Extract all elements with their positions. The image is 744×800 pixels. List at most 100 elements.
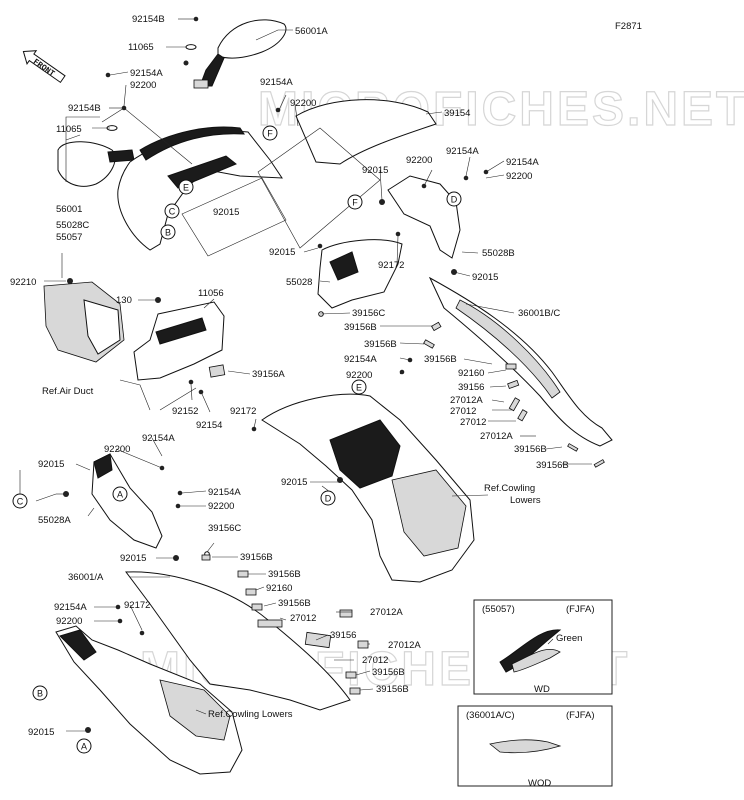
label-92015-d: 92015 — [472, 272, 498, 283]
label-92154A-e: 92154A — [344, 354, 377, 365]
inset-wod-code: (FJFA) — [566, 710, 595, 721]
svg-text:E: E — [183, 183, 189, 193]
callout-F-1: F — [262, 125, 278, 141]
label-39156B-j: 39156B — [376, 684, 409, 695]
label-92015-e: 92015 — [281, 477, 307, 488]
label-92154B-a: 92154B — [132, 14, 165, 25]
label-39156B-g: 39156B — [268, 569, 301, 580]
label-55028A: 55028A — [38, 515, 71, 526]
label-39156B-e: 39156B — [536, 460, 569, 471]
label-92200-h: 92200 — [56, 616, 82, 627]
svg-text:B: B — [37, 689, 43, 699]
label-39154: 39154 — [444, 108, 470, 119]
label-ref-air-duct: Ref.Air Duct — [42, 386, 94, 397]
mirror-right-base — [193, 79, 209, 89]
label-ref-cowling-lowers-b: Ref.Cowling Lowers — [208, 709, 293, 720]
label-27012A-b: 27012A — [480, 431, 513, 442]
label-39156-b: 39156 — [330, 630, 356, 641]
label-39156A: 39156A — [252, 369, 285, 380]
inset-wd-caption: WD — [534, 684, 550, 695]
label-ref-cowling-lowers-a-1: Ref.Cowling — [484, 483, 535, 494]
inset-wd-code: (FJFA) — [566, 604, 595, 615]
label-92200-f: 92200 — [104, 444, 130, 455]
callout-E-1: E — [178, 179, 194, 195]
leader-lines — [44, 18, 592, 732]
inner-cowl-duct — [329, 419, 401, 489]
label-55028: 55028 — [286, 277, 312, 288]
label-11065-b: 11065 — [56, 124, 82, 135]
svg-text:A: A — [81, 742, 87, 752]
callout-C-2: C — [12, 493, 28, 509]
label-39156C-a: 39156C — [352, 308, 385, 319]
callout-C-2-leader — [19, 470, 57, 502]
inset-wod: (36001A/C) (FJFA) WOD — [457, 705, 613, 789]
cover-55028A-edge — [93, 453, 113, 479]
label-39156B-d: 39156B — [514, 444, 547, 455]
label-92200-c: 92200 — [406, 155, 432, 166]
callout-B-2: B — [32, 685, 48, 701]
label-92200-b: 92200 — [290, 98, 316, 109]
fairing-lower-panel — [159, 679, 231, 741]
label-92160-a: 92160 — [458, 368, 484, 379]
label-92015-a: 92015 — [362, 165, 388, 176]
inner-cowl-panel — [391, 469, 467, 557]
label-92154A-f: 92154A — [142, 433, 175, 444]
label-39156B-c: 39156B — [424, 354, 457, 365]
label-92015-f: 92015 — [38, 459, 64, 470]
label-27012-d: 27012 — [362, 655, 388, 666]
svg-text:D: D — [451, 195, 458, 205]
label-92154A-b: 92154A — [260, 77, 293, 88]
label-39156B-b: 39156B — [364, 339, 397, 350]
label-27012A-c: 27012A — [370, 607, 403, 618]
fairing-lower-left — [55, 625, 243, 775]
label-11056: 11056 — [198, 288, 224, 299]
bracket-55028B — [387, 175, 461, 259]
washer-11065-a — [185, 44, 197, 50]
mirror-right — [217, 19, 287, 59]
label-39156C-b: 39156C — [208, 523, 241, 534]
svg-text:E: E — [356, 383, 362, 393]
leader-box-1 — [257, 127, 381, 249]
inset-wd-panel-green-stripe — [511, 648, 561, 673]
svg-text:D: D — [325, 494, 332, 504]
label-27012-c: 27012 — [290, 613, 316, 624]
label-92154A-d: 92154A — [506, 157, 539, 168]
label-92154A-a: 92154A — [130, 68, 163, 79]
label-39156-a: 39156 — [458, 382, 484, 393]
inset-wod-part: (36001A/C) — [466, 710, 515, 721]
svg-text:C: C — [169, 207, 176, 217]
callout-D-2: D — [320, 490, 336, 506]
cover-55028A — [91, 453, 163, 549]
fairing-side-36001BC — [428, 276, 613, 447]
label-92200-g: 92200 — [208, 501, 234, 512]
label-92154A-g: 92154A — [208, 487, 241, 498]
svg-text:B: B — [165, 228, 171, 238]
label-27012A-a: 27012A — [450, 395, 483, 406]
svg-text:C: C — [17, 497, 24, 507]
inner-panel-55028-recess — [329, 251, 359, 281]
label-27012A-d: 27012A — [388, 640, 421, 651]
air-duct-front — [83, 299, 121, 355]
svg-text:F: F — [352, 198, 358, 208]
inset-wd-green-label: Green — [556, 633, 582, 644]
inset-wd: (55057) (FJFA) Green WD — [473, 599, 613, 695]
label-92172-c: 92172 — [124, 600, 150, 611]
label-39156B-i: 39156B — [372, 667, 405, 678]
upper-cowling-trim — [139, 126, 245, 161]
callout-B-1: B — [160, 224, 176, 240]
label-92200-d: 92200 — [506, 171, 532, 182]
mirror-left — [57, 141, 116, 187]
pads-right — [423, 321, 605, 468]
inner-panel-55028 — [317, 239, 403, 309]
label-92015-c: 92015 — [269, 247, 295, 258]
instrument-stay-brace — [155, 317, 207, 345]
label-92154: 92154 — [196, 420, 222, 431]
inset-wod-caption: WOD — [528, 778, 551, 789]
callout-A-1: A — [112, 486, 128, 502]
leader-box-2 — [181, 177, 287, 257]
callout-F-2: F — [347, 194, 363, 210]
windshield-39154 — [295, 99, 437, 165]
label-92160-b: 92160 — [266, 583, 292, 594]
svg-text:A: A — [117, 490, 123, 500]
